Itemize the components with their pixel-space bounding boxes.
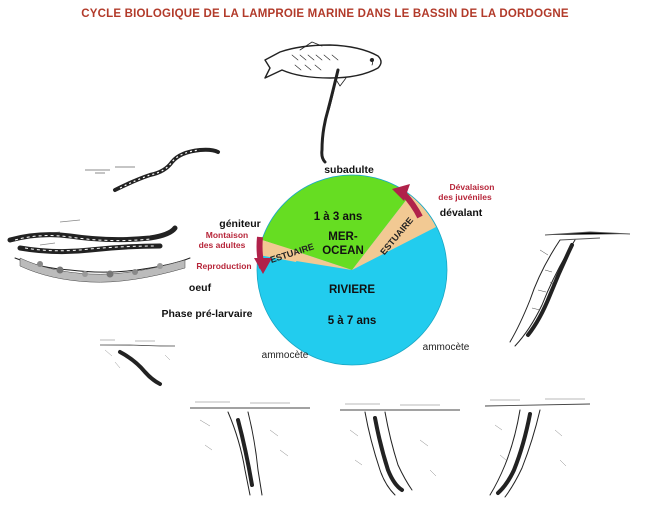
migration-arrows (254, 184, 423, 274)
spawning-lamprey-icon (7, 219, 191, 283)
life-cycle-pie: 1 à 3 ans MER- OCEAN RIVIERE 5 à 7 ans E… (256, 174, 448, 366)
stage-devalant: dévalant (440, 207, 483, 219)
sea-duration-label: 1 à 3 ans (314, 211, 363, 223)
devalaison-label-line2: des juvéniles (438, 192, 492, 202)
stage-geniteur: géniteur (219, 218, 260, 230)
swimming-lamprey-icon (85, 147, 220, 192)
burrowed-larva-icon (100, 339, 175, 386)
sea-sector (262, 175, 410, 270)
devalaison-arrowhead (392, 184, 410, 201)
burrowed-larva-icon (190, 401, 310, 496)
stage-subadulte: subadulte (324, 164, 374, 176)
downstream-juvenile-icon (509, 231, 631, 347)
river-duration-label: 5 à 7 ans (328, 315, 377, 327)
stage-ammocete-right: ammocète (423, 342, 470, 353)
montaison-label-line1: Montaison (206, 230, 249, 240)
stage-ammocete-left: ammocète (262, 350, 309, 361)
river-name-label: RIVIERE (329, 284, 375, 296)
montaison-arrowhead (254, 258, 272, 274)
host-fish-icon (264, 41, 382, 164)
reproduction-label: Reproduction (196, 261, 251, 271)
burrowed-larva-icon (340, 403, 460, 496)
montaison-label-line2: des adultes (199, 240, 246, 250)
stage-oeuf: oeuf (189, 282, 212, 294)
sea-name-line1: MER- (328, 231, 358, 243)
burrowed-larva-icon (484, 398, 591, 498)
stage-prelarvaire: Phase pré-larvaire (161, 308, 252, 320)
devalaison-label-line1: Dévalaison (450, 182, 495, 192)
diagram-title: CYCLE BIOLOGIQUE DE LA LAMPROIE MARINE D… (81, 8, 569, 20)
sea-name-line2: OCEAN (322, 245, 364, 257)
